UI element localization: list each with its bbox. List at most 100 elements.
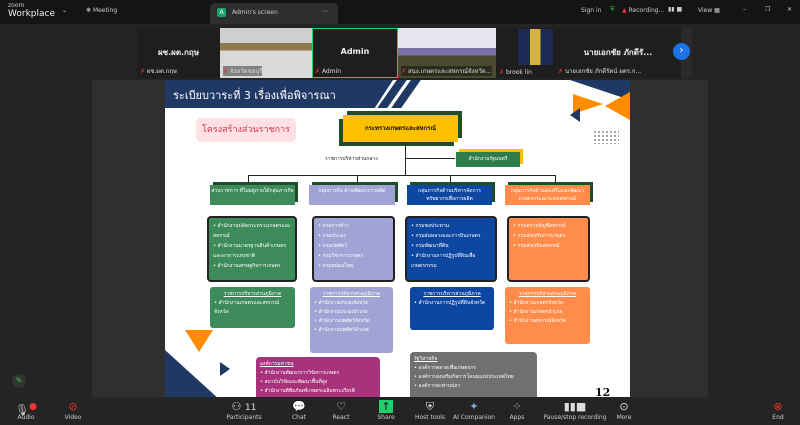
video-off-icon: ⊘ [68,400,78,413]
view-button[interactable]: View ▦ [698,7,720,14]
video-label: Video [64,414,82,421]
brand-top: zoom [8,2,25,9]
ai-companion-button[interactable]: ✦AI Companion [444,399,504,421]
tab-admin-screen[interactable]: A Admin's screen ⋯ [210,3,338,24]
more-button[interactable]: ⊙More [594,399,654,421]
title-bar: zoom Workplace ⌄ ❋ Meeting A Admin's scr… [0,0,800,24]
page-number: 12 [595,386,611,397]
pause-recording-label: Pause/stop recording [543,414,607,421]
more-label: More [616,414,632,421]
regional-item: สำนักงานสหกรณ์จังหวัด [509,317,586,326]
audio-button[interactable]: 🎙●Audio [0,399,56,421]
participant-video[interactable]: สนง.เกษตรและสหกรณ์จังหวัด... [398,28,496,78]
group-content-box: กรมชลประทานกรมฝนหลวงและการบินเกษตรกรมพัฒ… [405,216,497,282]
share-icon: ↑ [379,400,393,413]
group-header: ส่วนราชการ ที่ไม่อยู่ภายใต้กลุ่มภารกิจ [210,185,295,205]
group-item: กรมส่งเสริมการเกษตร [513,231,584,241]
group-item: กรมชลประทาน [411,221,491,231]
participant-tile-active[interactable]: AdminAdmin [312,28,398,78]
connector [248,175,249,185]
sign-in-link[interactable]: Sign in [581,7,602,14]
host-tools-button[interactable]: ⛨Host tools [400,399,460,421]
pause-stop-icon[interactable]: ▮▮ ■ [668,6,683,13]
group-item: กรมปศุสัตว์ [318,241,389,251]
participant-label: brook lin [499,69,532,76]
react-button[interactable]: ♡React [311,399,371,421]
participant-name: นายเอกชัย ภักดีรั... [583,48,653,57]
group-header: กลุ่มภารกิจ ด้านพัฒนาการผลิต [309,185,395,205]
heart-icon: ♡ [336,400,346,413]
apps-label: Apps [509,414,525,421]
tab-avatar: A [217,8,226,17]
end-label: End [772,414,784,421]
annotate-icon[interactable]: ✎ [12,374,26,388]
chat-button[interactable]: 💬Chat [269,399,329,421]
participant-label: Admin [315,68,341,75]
public-org-title: องค์การมหาชน [260,361,294,367]
connector [405,158,455,159]
group-item: กรมวิชาการเกษตร [318,251,389,261]
group-item: กรมการข้าว [318,221,389,231]
central-admin-label: ราชการบริหารส่วนกลาง [325,156,378,162]
group-header: กลุ่มภารกิจด้านส่งเสริมและพัฒนา เกษตรกรแ… [505,185,590,205]
minimize-button[interactable]: – [743,6,746,13]
participant-tile[interactable]: นายเอกชัย ภักดีรั...นายเอกชัย ภักดีรัตน์… [555,28,681,78]
regional-box: ราชการบริหารส่วนภูมิภาคสำนักงานเกษตรและส… [210,287,295,328]
slide-title: ระเบียบวาระที่ 3 เรื่องเพื่อพิจารณา [173,89,336,102]
tab-label: Admin's screen [232,9,278,16]
participant-strip: ผช.ผต.กฤษผช.ผต.กฤษ จังหวัดชลบุรี AdminAd… [137,28,692,78]
decor-triangle [220,362,230,376]
more-icon: ⊙ [619,400,629,413]
group-item: สำนักงานปลัดกระทรวงเกษตรและสหกรณ์ [213,221,291,241]
participant-video[interactable]: จังหวัดชลบุรี [220,28,312,78]
group-item: กรมพัฒนาที่ดิน [411,241,491,251]
regional-item: สำนักงานเกษตรจังหวัด [509,299,586,308]
video-button[interactable]: ⊘Video [43,399,103,421]
structure-label: โครงสร้างส่วนราชการ [196,118,296,142]
participant-tile[interactable]: ผช.ผต.กฤษผช.ผต.กฤษ [137,28,220,78]
share-button[interactable]: ↑Share [356,399,416,421]
meeting-label: Meeting [92,7,118,14]
title-banner [165,80,393,108]
group-item: กรมประมง [318,231,389,241]
restore-button[interactable]: ❐ [765,6,771,13]
group-header: กลุ่มภารกิจด้านบริหารจัดการ ทรัพยากรเพื่… [407,185,492,205]
group-content-box: กรมตรวจบัญชีสหกรณ์กรมส่งเสริมการเกษตรกรม… [507,216,590,282]
ai-companion-label: AI Companion [453,414,495,421]
host-tools-label: Host tools [414,414,446,421]
state-enterprise-box: รัฐวิสาหกิจ องค์การตลาดเพื่อเกษตรกรองค์ก… [410,352,537,397]
participant-tile[interactable]: brook lin [496,28,555,78]
meeting-menu[interactable]: ❋ Meeting [86,7,118,14]
state-enterprise-title: รัฐวิสาหกิจ [414,356,438,362]
regional-box: ราชการบริหารส่วนภูมิภาคสำนักงานประมงจังห… [310,287,393,353]
next-participants-button[interactable]: › [673,43,690,60]
recording-label: Recording... [628,7,665,14]
participant-label: จังหวัดชลบุรี [223,66,263,76]
decor-triangle [165,350,220,397]
recording-status: ▲ Recording... [622,7,665,14]
close-button[interactable]: ✕ [787,6,793,13]
end-button[interactable]: ⊗End [748,399,800,421]
chevron-down-icon[interactable]: ⌄ [62,7,68,14]
group-item: กรมตรวจบัญชีสหกรณ์ [513,221,584,231]
shield-icon: ⛨ [610,6,615,13]
apps-button[interactable]: ⁘Apps [487,399,547,421]
regional-title: ราชการบริหารส่วนภูมิภาค [518,291,577,297]
apps-icon: ⁘ [512,400,522,413]
participants-label: Participants [226,414,262,421]
public-org-box: องค์การมหาชน สำนักงานพัฒนาการวิจัยการเกษ… [256,357,380,397]
regional-item: สำนักงานการปฏิรูปที่ดินจังหวัด [414,299,490,308]
pause-recording-button[interactable]: ▮▮■Pause/stop recording [535,399,615,421]
connector [248,175,555,176]
group-content-box: สำนักงานปลัดกระทรวงเกษตรและสหกรณ์สำนักงา… [207,216,297,282]
more-icon[interactable]: ⋯ [322,8,328,15]
presentation-slide: ระเบียบวาระที่ 3 เรื่องเพื่อพิจารณา โครง… [165,80,630,397]
brand-bottom: Workplace [8,9,56,19]
regional-box: ราชการบริหารส่วนภูมิภาคสำนักงานการปฏิรูป… [410,287,494,330]
group-content-box: กรมการข้าวกรมประมงกรมปศุสัตว์กรมวิชาการเ… [312,216,395,282]
chat-label: Chat [291,414,307,421]
participant-name: ผช.ผต.กฤษ [157,48,200,57]
sparkle-icon: ✦ [469,400,479,413]
